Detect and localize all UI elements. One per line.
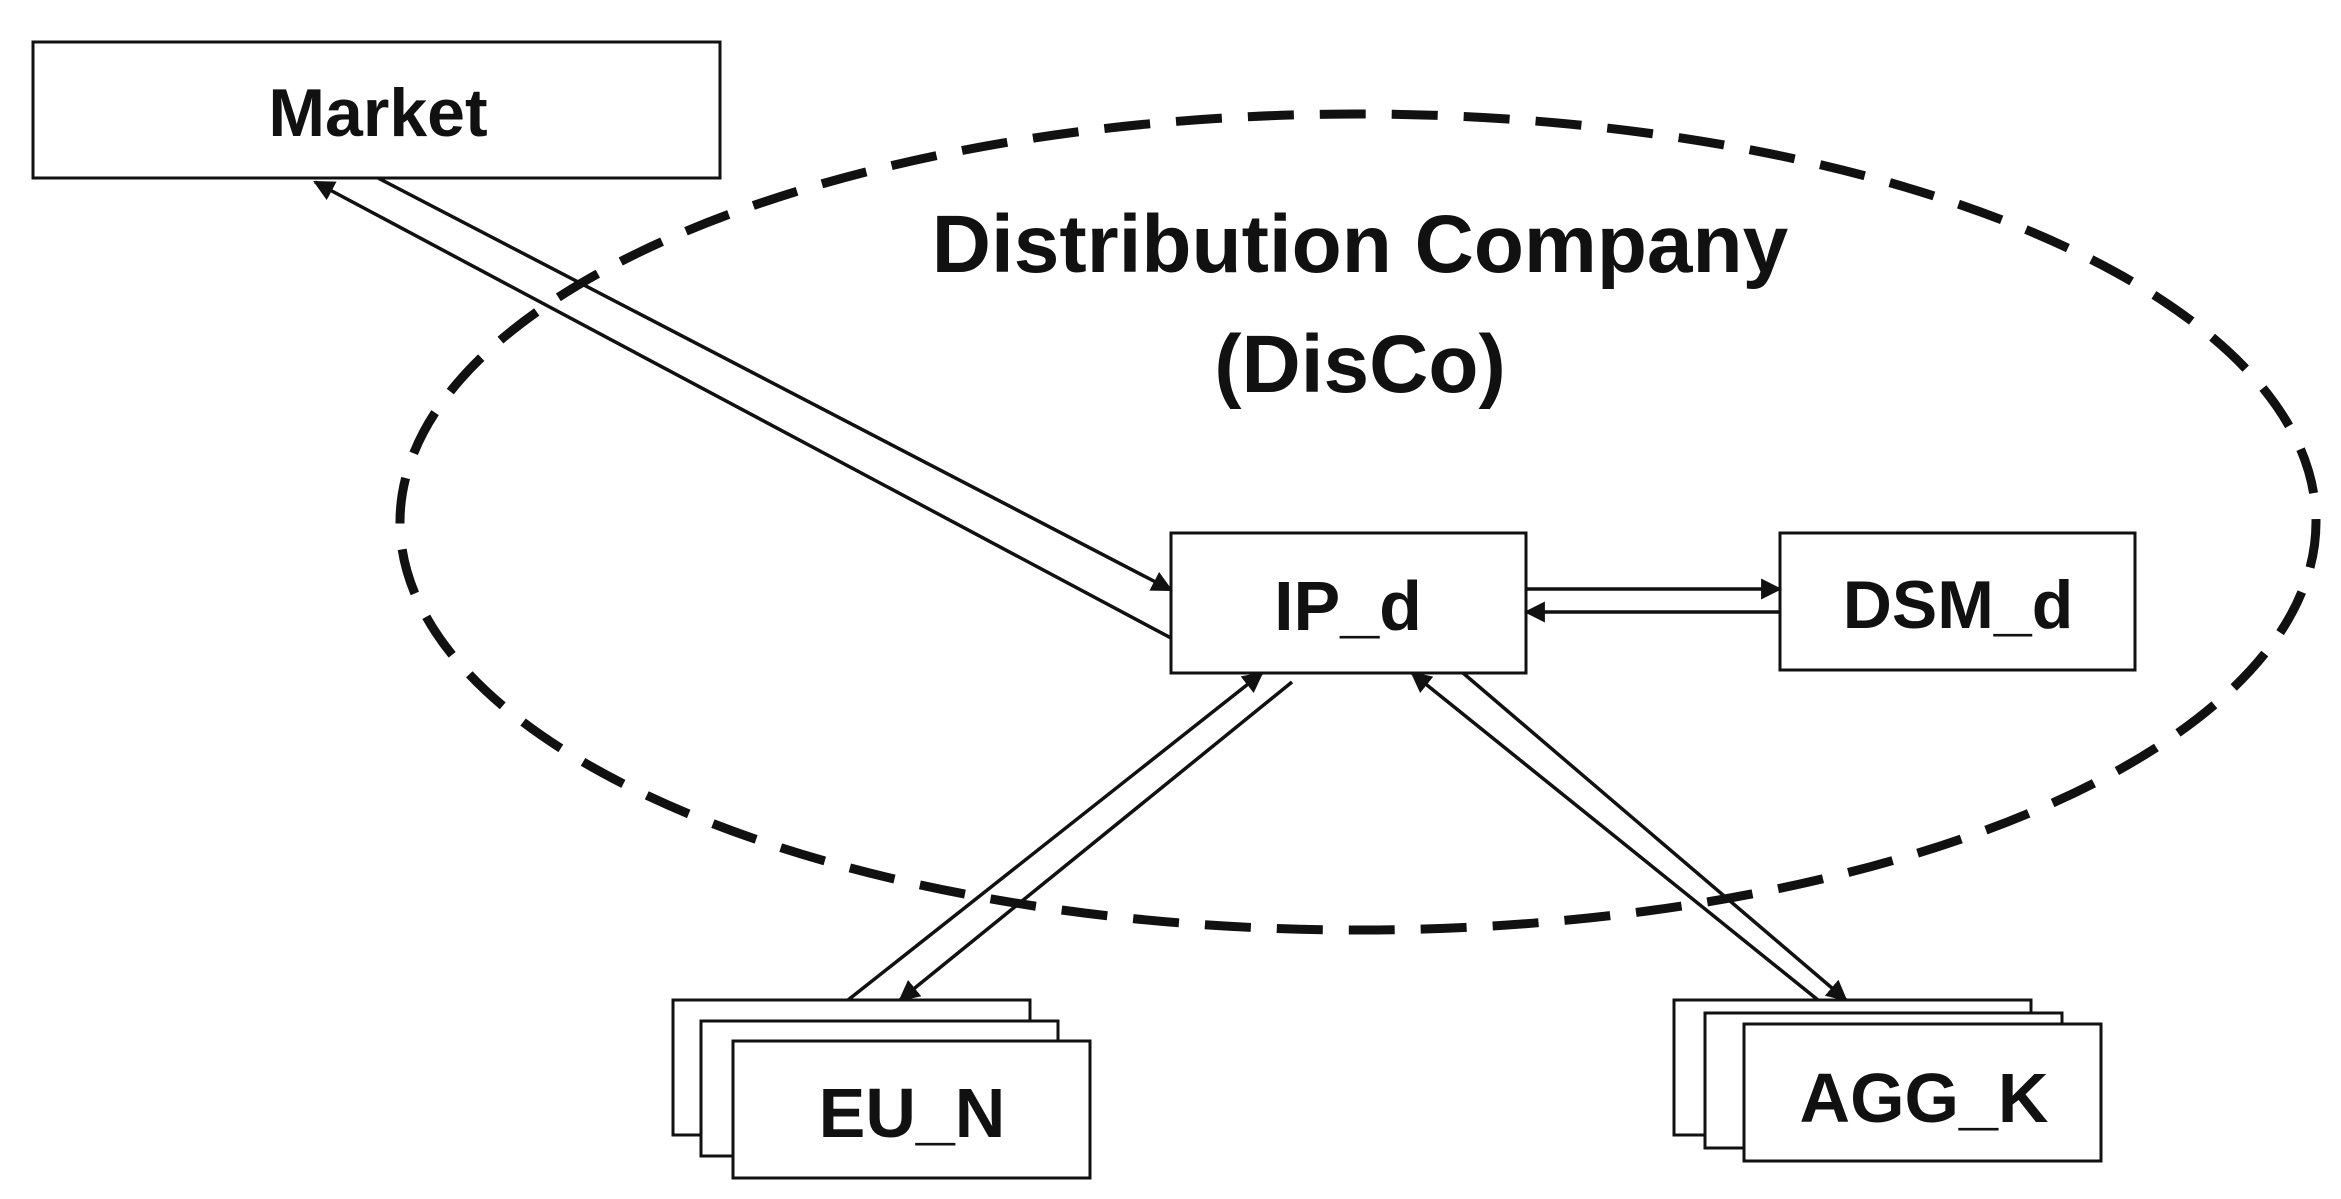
eu-node-stack: EU_N (671, 998, 1092, 1180)
arrow-ip-to-agg (1461, 671, 1848, 1002)
disco-title-line1: Distribution Company (932, 199, 1789, 290)
agg-label: AGG_K (1800, 1059, 2049, 1137)
eu-label: EU_N (819, 1074, 1006, 1152)
arrow-eu-to-ip (846, 671, 1264, 1002)
dsm-node: DSM_d (1778, 531, 2137, 672)
agg-node-stack: AGG_K (1672, 998, 2103, 1163)
eu-stack-front (731, 1039, 1092, 1180)
market-node: Market (31, 40, 722, 180)
arrow-agg-to-ip (1410, 671, 1820, 1002)
arrow-ip-to-eu (898, 680, 1294, 1002)
disco-boundary (395, 109, 2321, 935)
market-label: Market (268, 75, 487, 151)
ip-node: IP_d (1169, 531, 1528, 675)
arrow-market-to-ip (377, 176, 1173, 592)
dsm-label: DSM_d (1843, 567, 2073, 643)
arrow-ip-to-market (313, 180, 1172, 640)
ip-label: IP_d (1274, 567, 1422, 645)
agg-stack-front (1742, 1022, 2103, 1163)
disco-title-line2: (DisCo) (1214, 319, 1506, 410)
